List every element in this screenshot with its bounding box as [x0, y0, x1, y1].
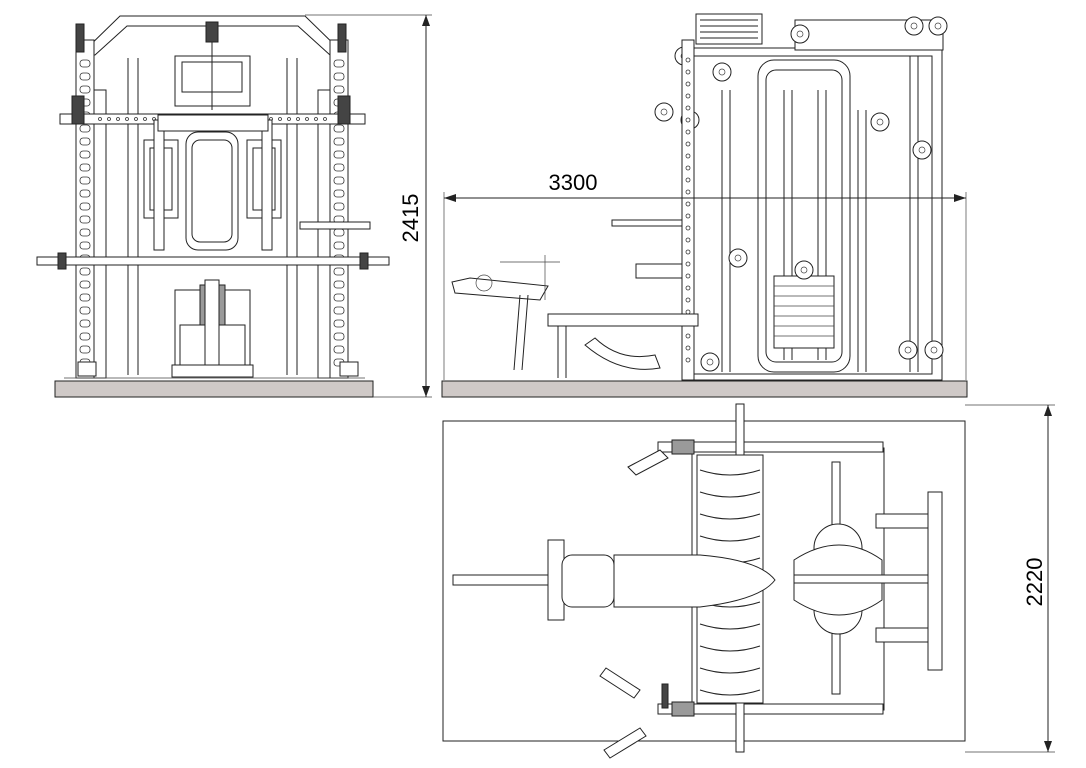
top-press-station [793, 461, 943, 695]
side-view: 3300 [441, 13, 968, 398]
front-base-plate [54, 380, 374, 398]
dimension-length-label: 3300 [549, 170, 598, 195]
dimension-width-label: 2220 [1022, 558, 1047, 607]
side-weight-stack [773, 275, 835, 349]
front-view: 2415 [36, 14, 432, 398]
top-bench [452, 539, 776, 621]
side-pulleys [654, 16, 948, 372]
front-barbell [36, 256, 390, 266]
dimension-height-label: 2415 [398, 194, 423, 243]
side-base-plate [441, 380, 968, 398]
side-bench [451, 255, 699, 378]
top-view: 2220 [442, 403, 1055, 759]
front-weight-stack [171, 279, 254, 378]
side-front-upright [681, 39, 695, 381]
